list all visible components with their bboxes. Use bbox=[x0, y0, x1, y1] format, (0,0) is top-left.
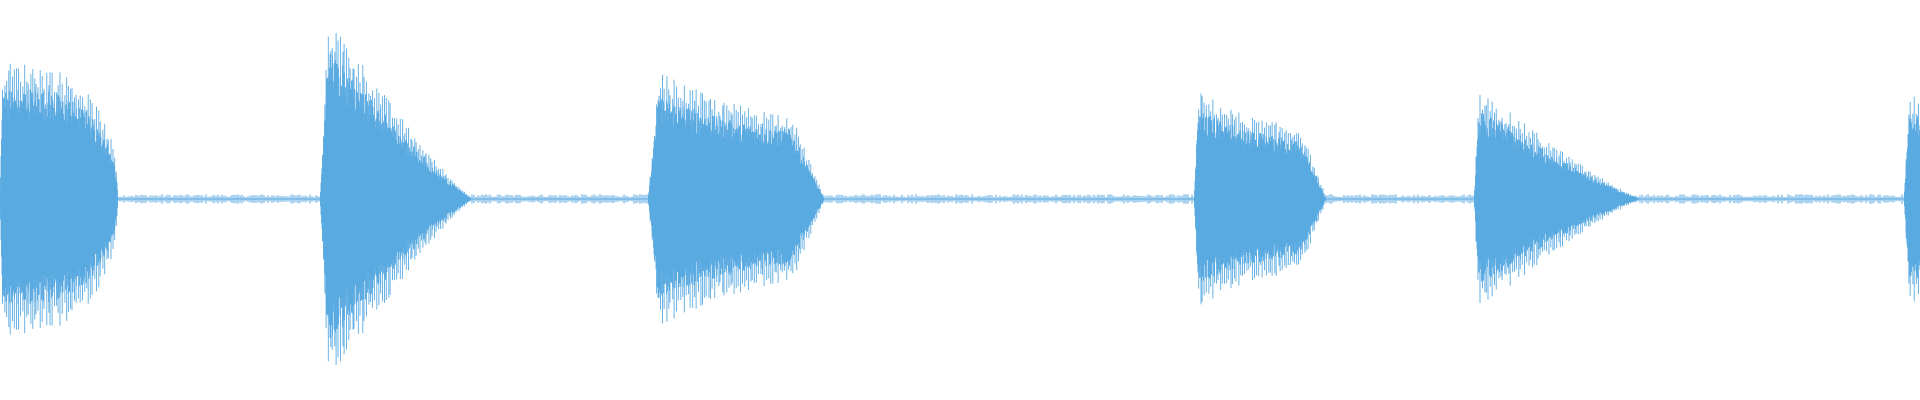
waveform-burst-3 bbox=[648, 74, 824, 324]
waveform-burst-6 bbox=[1904, 96, 1920, 302]
waveform-burst-2 bbox=[320, 33, 472, 365]
waveform-burst-4 bbox=[1194, 93, 1326, 305]
waveform-bursts bbox=[0, 33, 1920, 365]
waveform-burst-1 bbox=[0, 63, 118, 335]
waveform-burst-5 bbox=[1474, 95, 1640, 303]
